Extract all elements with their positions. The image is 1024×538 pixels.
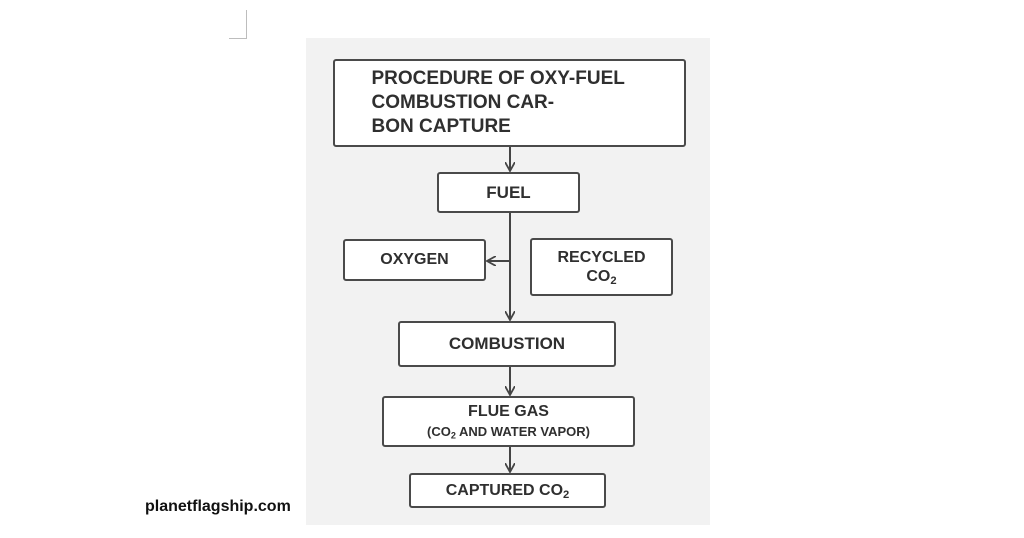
fuel-label: FUEL [486,182,531,202]
diagram-title: PROCEDURE OF OXY-FUEL COMBUSTION CAR- BO… [350,67,670,139]
combustion-node: COMBUSTION [398,321,616,367]
title-line-2: COMBUSTION CAR- [371,92,555,113]
captured-co2-node: CAPTURED CO2 [409,473,606,508]
flue-gas-node: FLUE GAS (CO2 AND WATER VAPOR) [382,396,635,447]
flue-gas-composition: (CO2 AND WATER VAPOR) [427,423,590,440]
title-line-1: PROCEDURE OF OXY-FUEL [371,68,625,89]
recycled-co2-label: CO2 [586,268,617,287]
recycled-co2-node: RECYCLED CO2 [530,238,673,296]
title-box: PROCEDURE OF OXY-FUEL COMBUSTION CAR- BO… [333,59,686,147]
captured-co2-label: CAPTURED CO2 [445,481,570,501]
oxygen-label: OXYGEN [380,251,449,268]
site-name: planetflagship.com [145,498,291,515]
combustion-label: COMBUSTION [448,334,566,353]
oxygen-node: OXYGEN [343,239,486,281]
title-line-3: BON CAPTURE [371,116,511,137]
fuel-node: FUEL [437,172,580,213]
corner-crop-mark [229,10,247,39]
recycled-label: RECYCLED [557,249,646,266]
flue-gas-label: FLUE GAS [468,402,549,420]
